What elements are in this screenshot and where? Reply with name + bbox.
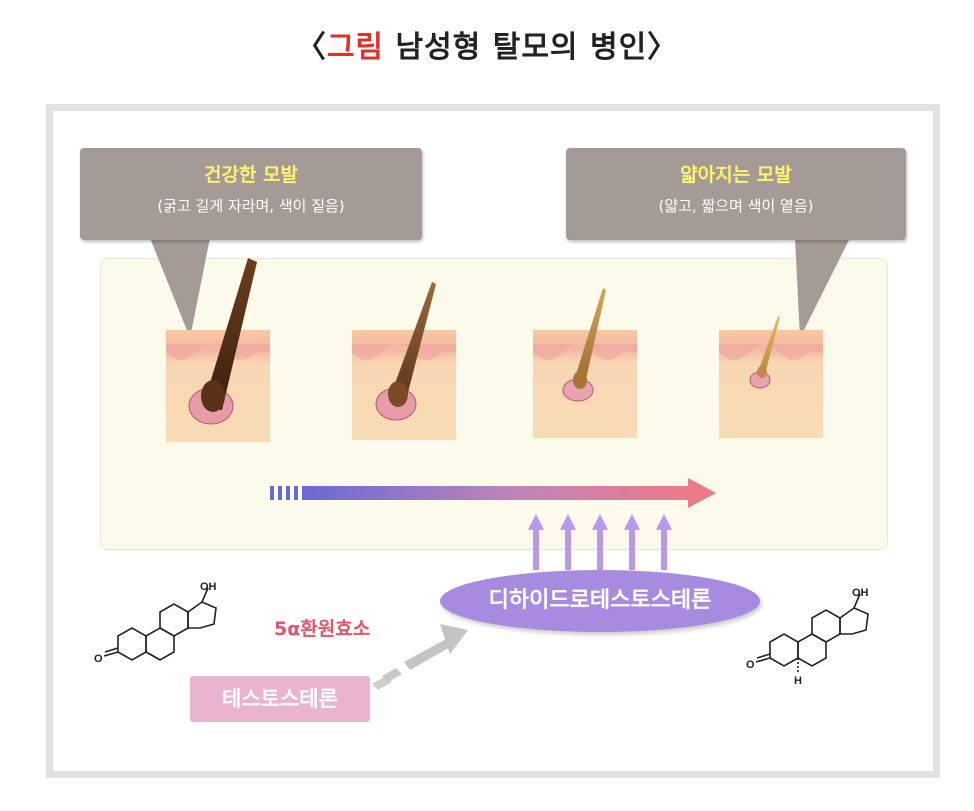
right-h-label: H (794, 675, 802, 687)
title-rest: 남성형 탈모의 병인〉 (384, 30, 679, 65)
thinning-hair-callout: 얇아지는 모발 (얇고, 짧으며 색이 옅음) (566, 148, 906, 240)
healthy-hair-heading: 건강한 모발 (203, 164, 298, 186)
thinning-hair-heading: 얇아지는 모발 (680, 164, 792, 186)
hair-follicle-3 (562, 288, 606, 402)
healthy-hair-detail: (굵고 길게 자라며, 색이 짙음) (157, 197, 345, 215)
thinning-hair-detail: (얇고, 짧으며 색이 옅음) (658, 197, 814, 215)
hair-follicle-1 (188, 258, 257, 425)
dht-effect-arrows (528, 514, 672, 570)
progression-arrow (270, 478, 716, 508)
enzyme-label: 5α환원효소 (274, 618, 371, 640)
hair-follicle-4 (749, 316, 780, 389)
conversion-arrow (372, 624, 468, 690)
title-accent: 그림 (326, 30, 385, 65)
testosterone-box: 테스토스테론 (190, 676, 370, 722)
dht-molecule (755, 593, 869, 672)
healthy-hair-callout: 건강한 모발 (굵고 길게 자라며, 색이 짙음) (80, 148, 422, 240)
dht-ellipse: 디하이드로테스토스테론 (440, 570, 760, 632)
title-open: 〈 (295, 30, 327, 65)
right-o-label: O (746, 659, 755, 671)
bubble-tail-healthy (150, 238, 210, 338)
bubble-tail-thinning (795, 238, 850, 338)
hair-follicle-2 (375, 282, 436, 421)
left-o-label: O (94, 653, 103, 665)
left-oh-label: OH (200, 581, 217, 593)
figure-title: 〈그림 남성형 탈모의 병인〉 (0, 22, 974, 66)
testosterone-molecule (103, 587, 217, 661)
right-oh-label: OH (852, 587, 869, 599)
